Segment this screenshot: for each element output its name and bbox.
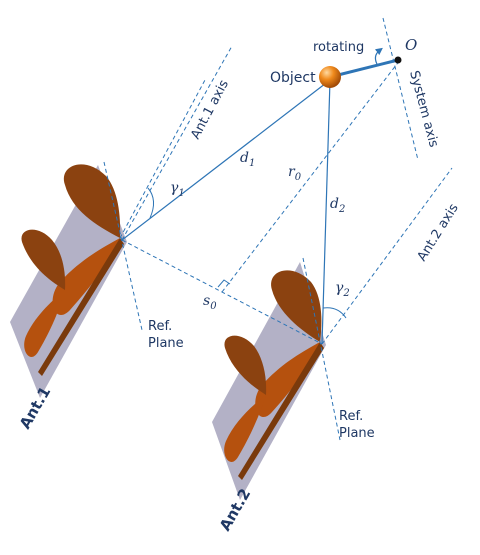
- antenna-1-petal-upper: [63, 164, 121, 238]
- d1-label: d1: [240, 150, 255, 169]
- ref-plane-1-label-line2: Plane: [148, 336, 184, 351]
- origin-label: O: [405, 36, 417, 54]
- s0-label: s0: [203, 293, 217, 312]
- system-axis-label: System axis: [406, 69, 441, 149]
- dashed-lines: [103, 17, 453, 441]
- ant2-axis-line: [321, 167, 453, 345]
- antenna-2: [212, 262, 326, 500]
- object-label: Object: [270, 70, 316, 86]
- gamma2-arc: [322, 307, 347, 319]
- rotation-arrow: [374, 47, 383, 67]
- ant1-axis-line: [121, 45, 233, 241]
- rotation-arm: [329, 58, 399, 79]
- solid-lines: [121, 79, 331, 345]
- ref-plane-2-label-line1: Ref.: [339, 409, 363, 424]
- ant2-label: Ant.2: [216, 486, 254, 534]
- ant1-label: Ant.1: [16, 384, 54, 432]
- antenna-2-feed: [238, 342, 324, 480]
- ref-plane-1-line: [103, 161, 143, 331]
- antenna-1-petal-lower: [52, 238, 120, 315]
- origin-point: [394, 56, 402, 64]
- gamma1-arc: [147, 187, 154, 219]
- right-angle-marker: [217, 279, 231, 288]
- antenna-2-petal-lower: [255, 342, 320, 418]
- rotating-label: rotating: [313, 40, 364, 55]
- ant1-axis-label: Ant.1 axis: [188, 77, 232, 141]
- gamma2-label: γ2: [335, 280, 350, 299]
- r0-label: r0: [288, 164, 302, 183]
- ref-plane-2-line: [302, 257, 341, 441]
- d2-line: [321, 79, 331, 345]
- antenna-1-feed: [38, 238, 124, 376]
- antenna-1-petal-upper-2: [21, 229, 66, 290]
- system-axis-line: [382, 17, 419, 161]
- antenna-1: [10, 164, 127, 398]
- ant1-axis-parallel: [119, 79, 206, 239]
- object-sphere: [319, 66, 341, 88]
- antenna-2-petal-lower-2: [224, 395, 266, 462]
- d2-label: d2: [330, 196, 345, 215]
- d1-line: [121, 79, 331, 241]
- gamma1-label: γ1: [170, 180, 185, 199]
- antenna-1-petal-lower-2: [24, 290, 65, 357]
- ant2-axis-label: Ant.2 axis: [415, 201, 462, 264]
- antenna-2-petal-upper-2: [224, 335, 267, 395]
- ref-plane-1-label-line1: Ref.: [148, 319, 172, 334]
- ref-plane-2-label-line2: Plane: [339, 426, 375, 441]
